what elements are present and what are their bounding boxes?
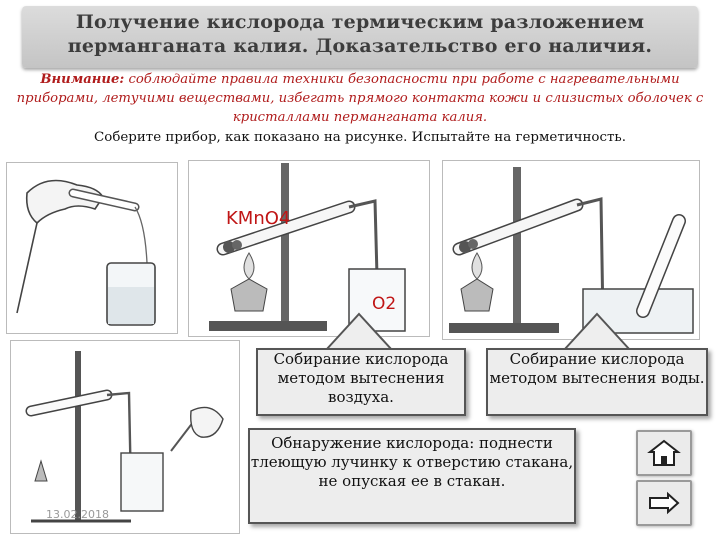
arrow-up-icon [562,312,632,352]
o2-label: O2 [372,294,396,314]
detection-illustration [10,340,240,534]
callout-detect-text: Обнаружение кислорода: поднести тлеющую … [251,434,573,490]
home-button[interactable] [636,430,692,476]
warning-label: Внимание: [40,72,124,87]
callout-oxygen-detection: Обнаружение кислорода: поднести тлеющую … [248,428,576,524]
callout-air-displacement: Собирание кислорода методом вытеснения в… [256,348,466,416]
instruction-text: Соберите прибор, как показано на рисунке… [6,130,714,145]
callout-water-displacement: Собирание кислорода методом вытеснения в… [486,348,708,416]
slide-date: 13.02.2018 [46,508,109,521]
callout-water-text: Собирание кислорода методом вытеснения в… [489,350,704,387]
callout-air-text: Собирание кислорода методом вытеснения в… [274,350,449,406]
arrow-up-icon [324,312,394,352]
pouring-illustration [6,162,178,334]
back-button[interactable] [636,480,692,526]
back-icon [638,482,690,524]
safety-warning: Внимание: соблюдайте правила техники без… [6,70,714,127]
home-icon [638,432,690,474]
kmno4-label: KMnO4 [226,208,290,229]
page-title: Получение кислорода термическим разложен… [22,10,698,58]
